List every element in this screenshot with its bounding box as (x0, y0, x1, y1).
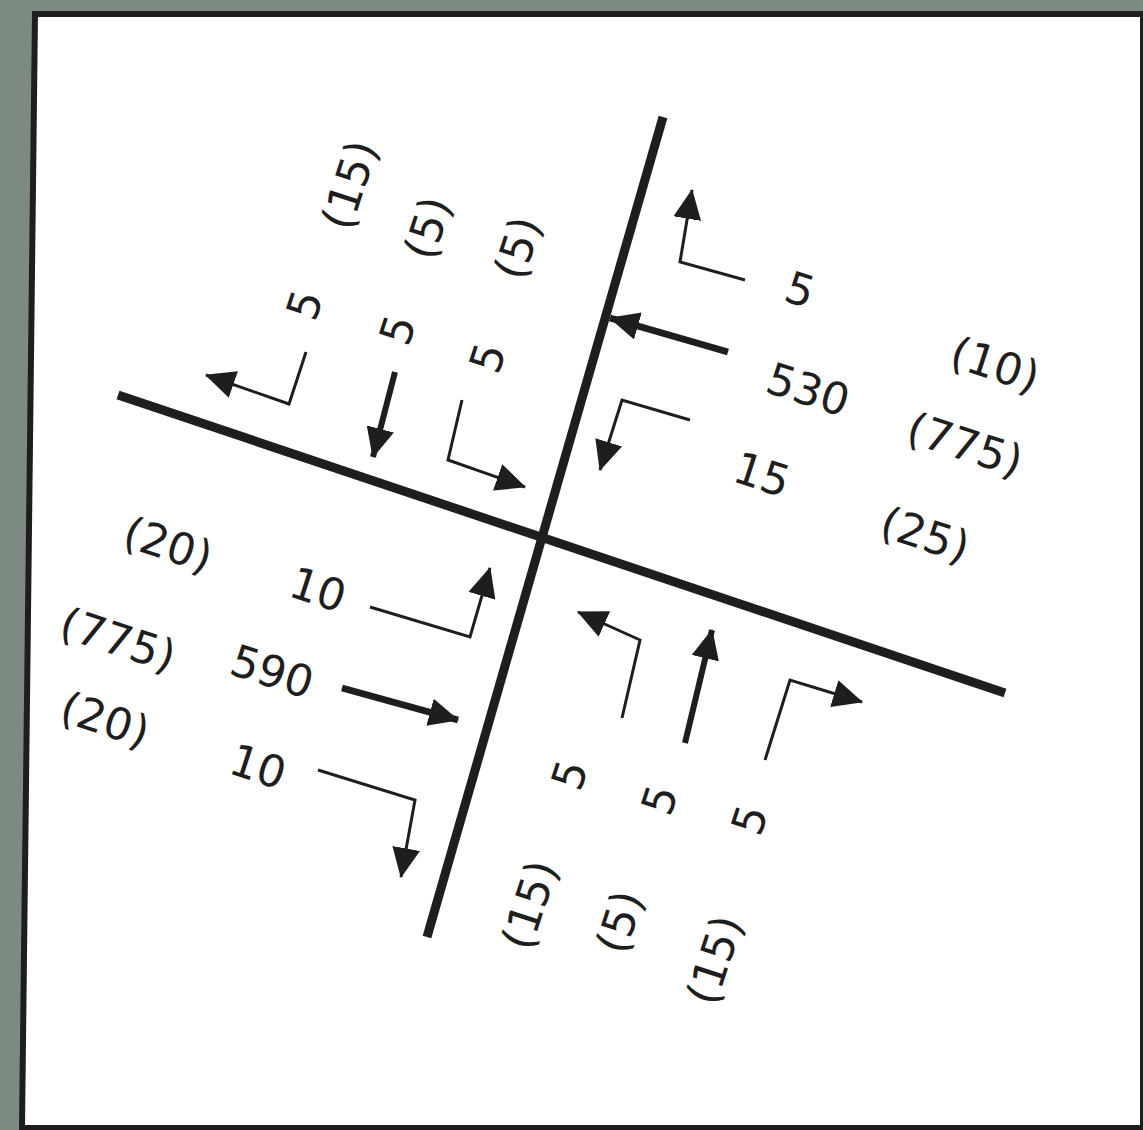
movement-arrow (448, 400, 525, 487)
movement-arrow (610, 318, 728, 352)
movement-arrow (318, 770, 415, 877)
movement-arrow (370, 568, 490, 637)
movement-arrow (600, 400, 690, 470)
movement-arrow (765, 680, 862, 760)
movement-arrow (206, 352, 306, 404)
movement-arrow (680, 190, 745, 280)
street-line (427, 117, 663, 937)
movement-arrow (578, 612, 640, 718)
movement-arrow (342, 688, 458, 720)
movement-arrow (373, 372, 395, 457)
movement-arrow (685, 630, 712, 743)
movement-arrows (206, 190, 862, 877)
panel (22, 14, 1143, 1128)
